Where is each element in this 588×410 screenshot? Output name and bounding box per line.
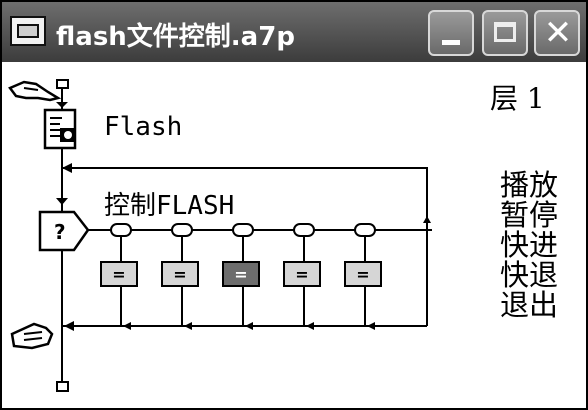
close-icon: ✕ xyxy=(543,13,573,53)
response-branch[interactable]: = xyxy=(283,223,321,330)
loop-arrow-icon xyxy=(62,163,72,173)
response-arrow-icon xyxy=(184,322,192,330)
note-line: 快退 xyxy=(500,258,559,292)
flow-arrow-icon xyxy=(56,198,68,205)
branch-arrow-icon xyxy=(423,216,431,223)
response-type-symbol[interactable] xyxy=(110,223,132,237)
flowline-end-marker[interactable] xyxy=(56,381,69,392)
app-icon-inner xyxy=(17,24,39,38)
minimize-icon xyxy=(442,40,460,45)
map-icon[interactable] xyxy=(344,261,382,287)
window-title: flash文件控制.a7p xyxy=(56,22,295,52)
map-icon-label: = xyxy=(295,265,308,284)
map-icon[interactable] xyxy=(100,261,138,287)
map-icon[interactable] xyxy=(222,261,260,287)
response-type-symbol[interactable] xyxy=(293,223,315,237)
response-branch[interactable]: = xyxy=(222,223,260,330)
response-type-symbol[interactable] xyxy=(232,223,254,237)
calculation-icon-title[interactable]: Flash xyxy=(104,112,183,142)
response-branch[interactable]: = xyxy=(161,223,199,330)
flowline-start-marker[interactable] xyxy=(56,79,69,89)
note-line: 快进 xyxy=(500,228,559,262)
layer-label: 层 1 xyxy=(490,82,545,115)
close-button[interactable]: ✕ xyxy=(534,10,580,56)
map-icon[interactable] xyxy=(161,261,199,287)
maximize-icon xyxy=(494,22,516,42)
response-branch[interactable]: = xyxy=(344,223,382,330)
loop-flowline xyxy=(62,167,428,326)
note-line: 暂停 xyxy=(500,198,559,232)
response-type-symbol[interactable] xyxy=(171,223,193,237)
map-icon-label: = xyxy=(234,265,247,284)
response-arrow-icon xyxy=(123,322,131,330)
paste-hand-icon[interactable] xyxy=(8,80,62,102)
map-icon-label: = xyxy=(112,265,125,284)
response-arrow-icon xyxy=(306,322,314,330)
flow-arrow-icon xyxy=(56,102,68,108)
note-line: 退出 xyxy=(500,288,559,322)
title-bar[interactable]: flash文件控制.a7p ✕ xyxy=(2,2,586,62)
map-icon-label: = xyxy=(356,265,369,284)
svg-text:?: ? xyxy=(54,220,66,244)
note-line: 播放 xyxy=(500,168,559,202)
response-arrow-icon xyxy=(245,322,253,330)
response-type-symbol[interactable] xyxy=(354,223,376,237)
stop-hand-icon[interactable] xyxy=(10,322,54,350)
calculation-icon[interactable] xyxy=(43,108,77,150)
return-arrow-icon xyxy=(64,321,74,331)
interaction-icon-title[interactable]: 控制FLASH xyxy=(104,191,235,221)
response-notes: 播放 暂停 快进 快退 退出 xyxy=(500,170,564,320)
app-icon[interactable] xyxy=(10,16,46,46)
minimize-button[interactable] xyxy=(428,10,474,56)
interaction-icon[interactable]: ? xyxy=(38,210,90,252)
maximize-button[interactable] xyxy=(482,10,528,56)
map-icon-label: = xyxy=(173,265,186,284)
map-icon[interactable] xyxy=(283,261,321,287)
response-arrow-icon xyxy=(367,322,375,330)
response-branch[interactable]: = xyxy=(100,223,138,330)
